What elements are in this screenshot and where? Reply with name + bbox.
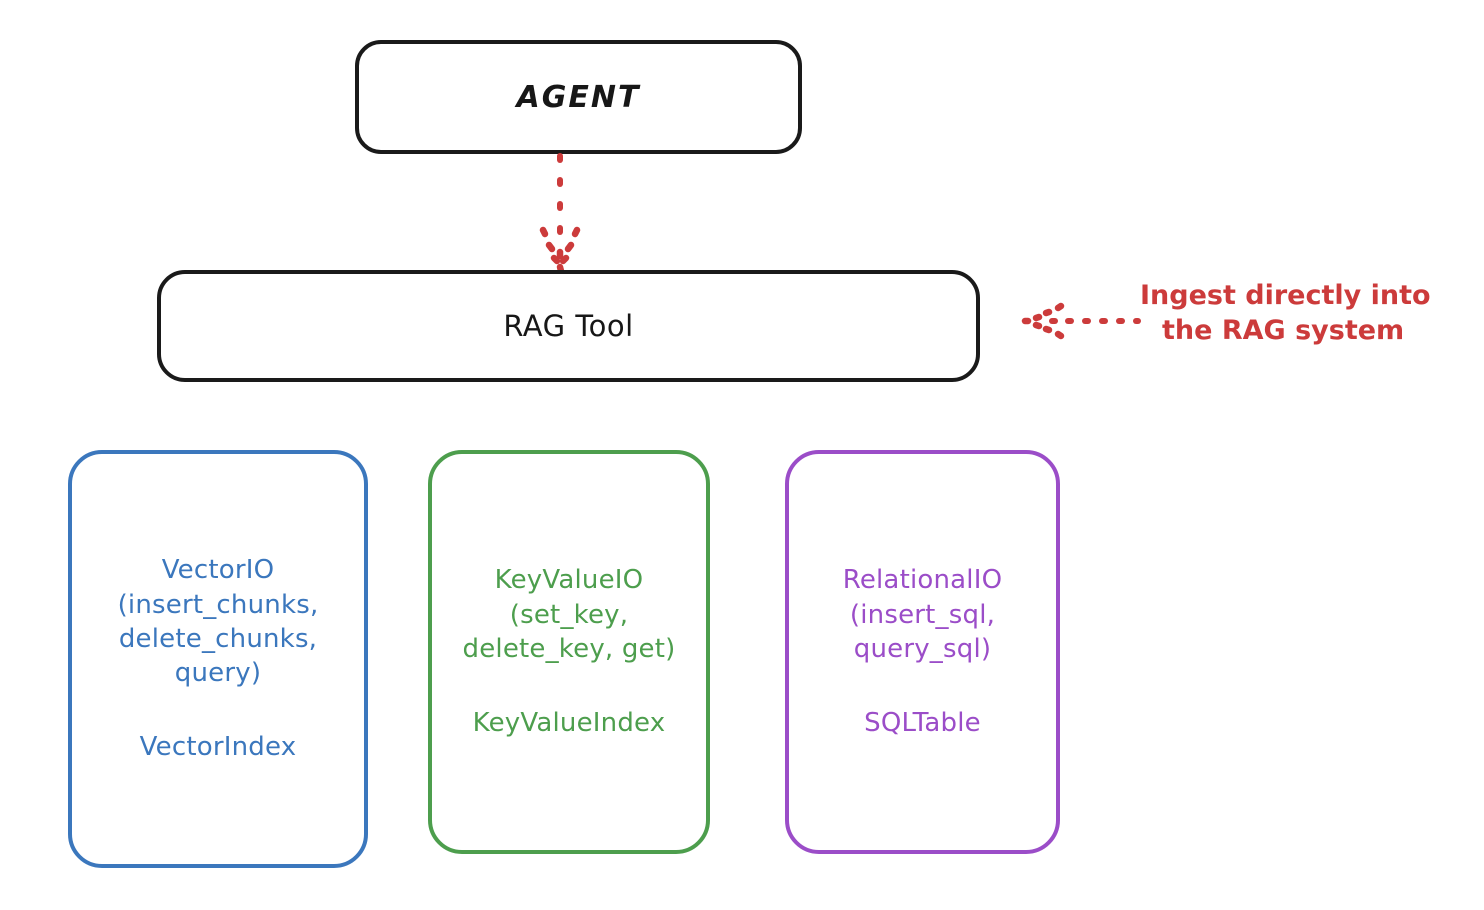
keyvalue-api-line-2: (set_key,	[509, 599, 629, 630]
vector-api-line-1: VectorIO	[161, 555, 275, 586]
node-vector-index-label: VectorIndex	[139, 732, 297, 763]
keyvalue-api-line-3: delete_key, get)	[462, 634, 676, 664]
node-rag-tool-label: RAG Tool	[503, 309, 634, 343]
node-keyvalue-io-api: KeyValueIO (set_key, delete_key, get)	[463, 563, 676, 666]
annotation-ingest-line-1: Ingest directly into	[1140, 280, 1431, 311]
vector-api-line-4: query)	[174, 658, 262, 689]
node-agent-label: AGENT	[516, 79, 641, 115]
node-vector-io-api: VectorIO (insert_chunks, delete_chunks, …	[118, 553, 319, 690]
annotation-ingest: Ingest directly into the RAG system	[1140, 278, 1470, 348]
relational-api-line-1: RelationalIO	[842, 565, 1003, 596]
node-keyvalue-index-label: KeyValueIndex	[472, 708, 666, 739]
dotted-left-arrow-icon	[1021, 302, 1141, 340]
vector-api-line-3: delete_chunks,	[118, 623, 318, 654]
dotted-down-arrow-icon	[539, 153, 581, 275]
node-keyvalue-io[interactable]: KeyValueIO (set_key, delete_key, get) Ke…	[428, 450, 710, 854]
node-relational-io-api: RelationalIO (insert_sql, query_sql)	[843, 563, 1003, 666]
vector-api-line-2: (insert_chunks,	[117, 589, 319, 620]
node-relational-index-label: SQLTable	[864, 708, 981, 739]
node-vector-io[interactable]: VectorIO (insert_chunks, delete_chunks, …	[68, 450, 368, 868]
node-relational-io[interactable]: RelationalIO (insert_sql, query_sql) SQL…	[785, 450, 1060, 854]
annotation-ingest-line-2: the RAG system	[1162, 315, 1405, 347]
node-agent[interactable]: AGENT	[355, 40, 802, 154]
keyvalue-api-line-1: KeyValueIO	[494, 565, 644, 596]
node-rag-tool[interactable]: RAG Tool	[157, 270, 980, 382]
relational-api-line-2: (insert_sql,	[849, 599, 996, 630]
relational-api-line-3: query_sql)	[853, 634, 992, 664]
